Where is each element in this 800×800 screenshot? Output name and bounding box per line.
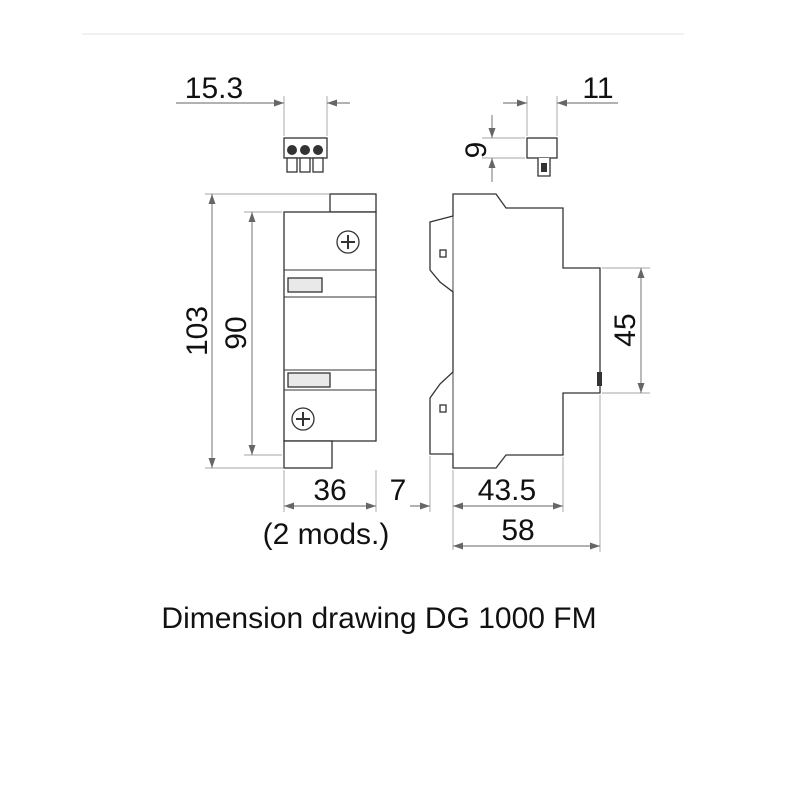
dim-total-height: 103 xyxy=(181,306,214,356)
dim-rail-height: 45 xyxy=(609,313,642,346)
dim-depth-inner: 43.5 xyxy=(478,474,536,507)
front-projection-dimension: 7 xyxy=(390,456,454,550)
connector-width-dimension: 15.3 xyxy=(176,72,350,136)
rail-height-dimension: 45 xyxy=(602,267,650,394)
dim-body-height: 90 xyxy=(220,316,253,349)
dim-connector-width: 15.3 xyxy=(185,72,243,105)
dim-modules-note: (2 mods.) xyxy=(263,518,390,551)
figure-caption: Dimension drawing DG 1000 FM xyxy=(161,602,597,635)
dim-depth-total: 58 xyxy=(501,514,534,547)
dim-plug-height: 9 xyxy=(460,142,493,159)
body-height-dimension: 90 xyxy=(220,211,282,456)
plug-dimensions: 11 9 xyxy=(460,72,618,182)
depth-inner-dimension: 43.5 xyxy=(453,457,564,512)
side-view xyxy=(429,193,602,469)
front-view xyxy=(283,193,377,469)
total-height-dimension: 103 xyxy=(181,193,330,469)
depth-total-dimension: 58 xyxy=(453,395,601,552)
screw-icon xyxy=(291,407,315,431)
dim-front-projection: 7 xyxy=(390,474,407,507)
screw-icon xyxy=(336,230,360,254)
plug-part xyxy=(526,137,558,177)
dim-plug-width: 11 xyxy=(582,72,613,105)
dim-front-width: 36 xyxy=(313,474,346,507)
connector-terminal xyxy=(283,137,328,173)
front-width-dimension: 36 (2 mods.) xyxy=(263,470,390,551)
